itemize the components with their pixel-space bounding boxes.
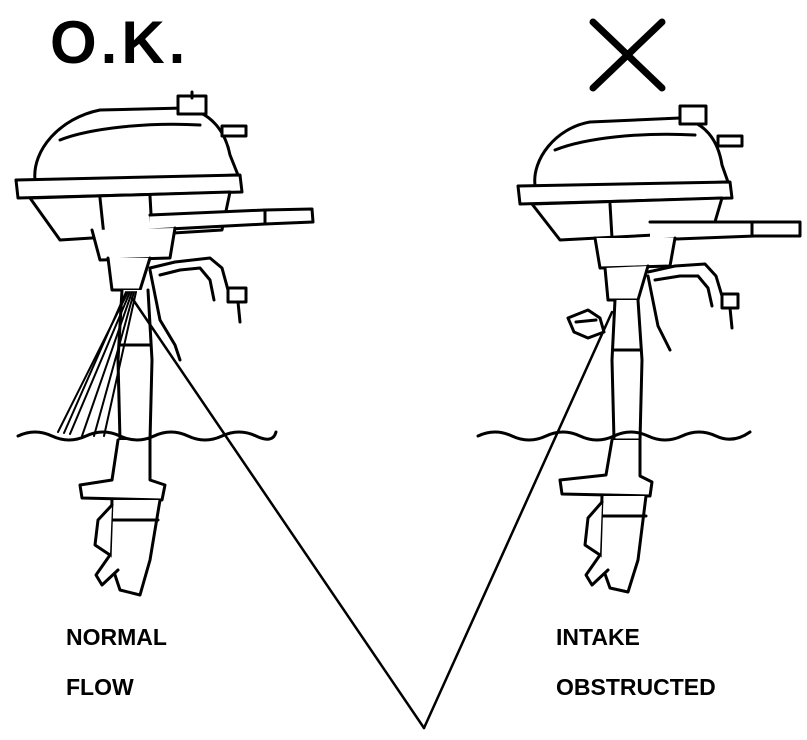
label-intake-obstructed: INTAKE OBSTRUCTED (556, 612, 716, 712)
outboard-motor-left (16, 92, 313, 595)
cross-icon (593, 22, 662, 88)
ok-title: O.K. (50, 8, 189, 77)
label-right-line2: OBSTRUCTED (556, 662, 716, 712)
pointer-lines (132, 298, 612, 728)
label-right-line1: INTAKE (556, 612, 716, 662)
outboard-motor-right (518, 106, 800, 592)
label-normal-flow: NORMAL FLOW (66, 612, 167, 712)
label-left-line2: FLOW (66, 662, 167, 712)
label-left-line1: NORMAL (66, 612, 167, 662)
